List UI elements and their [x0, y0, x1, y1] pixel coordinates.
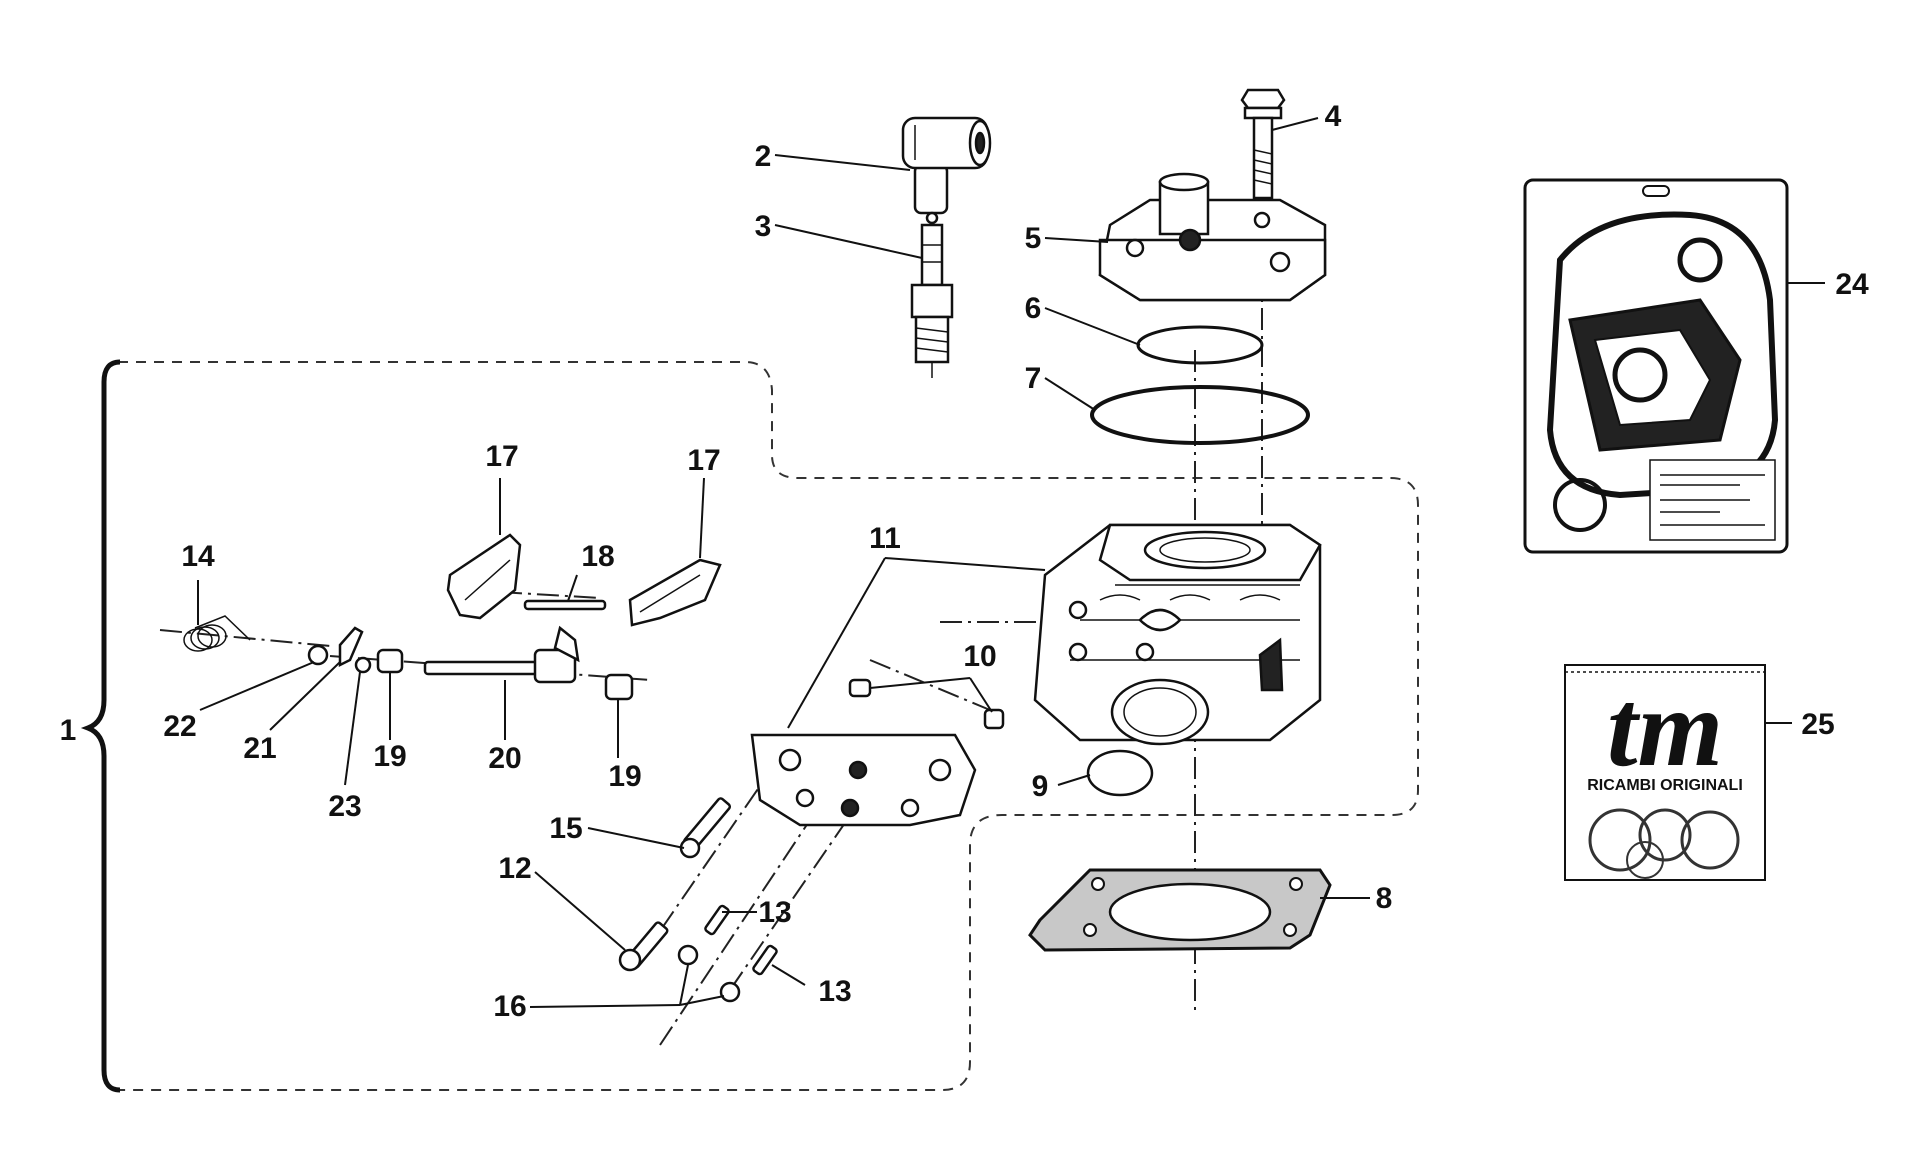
intake-gasket	[1086, 749, 1154, 797]
exhaust-valve-housing	[750, 733, 977, 827]
label-24: 24	[1835, 268, 1869, 301]
lock-nut	[307, 644, 329, 666]
spark-plug-cap	[901, 116, 992, 215]
callout-labels: 1 2 3 4 5 6 7 8 9 10 11 12 13 13 14 15 1…	[60, 100, 1869, 1023]
label-19-left: 19	[373, 740, 406, 773]
label-17-right: 17	[687, 444, 720, 477]
return-spring	[183, 615, 251, 652]
packet-caption: RICAMBI ORIGINALI	[1587, 777, 1743, 794]
lever-plate	[338, 626, 364, 668]
spare-parts-packet: tm RICAMBI ORIGINALI	[1564, 664, 1766, 881]
label-23: 23	[328, 790, 361, 823]
stud-lower	[752, 944, 778, 976]
label-19-right: 19	[608, 760, 641, 793]
label-21: 21	[243, 732, 276, 765]
head-bolt	[1240, 88, 1286, 200]
label-8: 8	[1376, 882, 1393, 915]
label-2: 2	[755, 140, 772, 173]
spark-plug	[910, 211, 954, 378]
stud-upper	[704, 904, 730, 936]
label-15: 15	[549, 812, 582, 845]
control-shaft	[423, 625, 580, 684]
nut-lower	[719, 981, 741, 1003]
label-7: 7	[1025, 362, 1042, 395]
label-17-left: 17	[485, 440, 518, 473]
bushing-right	[604, 673, 634, 701]
label-6: 6	[1025, 292, 1042, 325]
cylinder	[1033, 523, 1322, 746]
label-4: 4	[1325, 100, 1342, 133]
housing-screw	[679, 797, 732, 859]
label-10: 10	[963, 640, 996, 673]
cylinder-base-gasket	[1028, 868, 1332, 952]
head-o-ring-small	[1136, 325, 1264, 365]
head-o-ring-large	[1090, 385, 1310, 445]
assembly-group-outline	[80, 359, 1419, 1093]
label-16: 16	[493, 990, 526, 1023]
nut-upper	[677, 944, 699, 966]
label-13-lower: 13	[818, 975, 851, 1008]
washer	[354, 656, 372, 674]
dowel-pin-a	[848, 678, 872, 698]
label-9: 9	[1032, 770, 1049, 803]
label-1: 1	[60, 714, 77, 747]
label-3: 3	[755, 210, 772, 243]
gasket-kit	[1523, 178, 1789, 554]
label-14: 14	[181, 540, 215, 573]
label-22: 22	[163, 710, 196, 743]
label-25: 25	[1801, 708, 1834, 741]
exhaust-valve-flap-right	[628, 558, 722, 627]
bushing-left	[376, 648, 404, 674]
label-5: 5	[1025, 222, 1042, 255]
label-12: 12	[498, 852, 531, 885]
label-20: 20	[488, 742, 521, 775]
dowel-pin-b	[983, 708, 1005, 730]
group-brace	[80, 359, 121, 1093]
cylinder-head	[1098, 172, 1327, 302]
leader-lines	[197, 117, 1825, 1008]
flap-pin	[523, 599, 607, 611]
label-18: 18	[581, 540, 614, 573]
cap-screw	[618, 921, 669, 972]
label-11: 11	[869, 522, 901, 555]
packet-logo: tm	[1607, 667, 1723, 789]
exhaust-valve-flap-left	[446, 533, 522, 620]
label-13-upper: 13	[758, 896, 791, 929]
